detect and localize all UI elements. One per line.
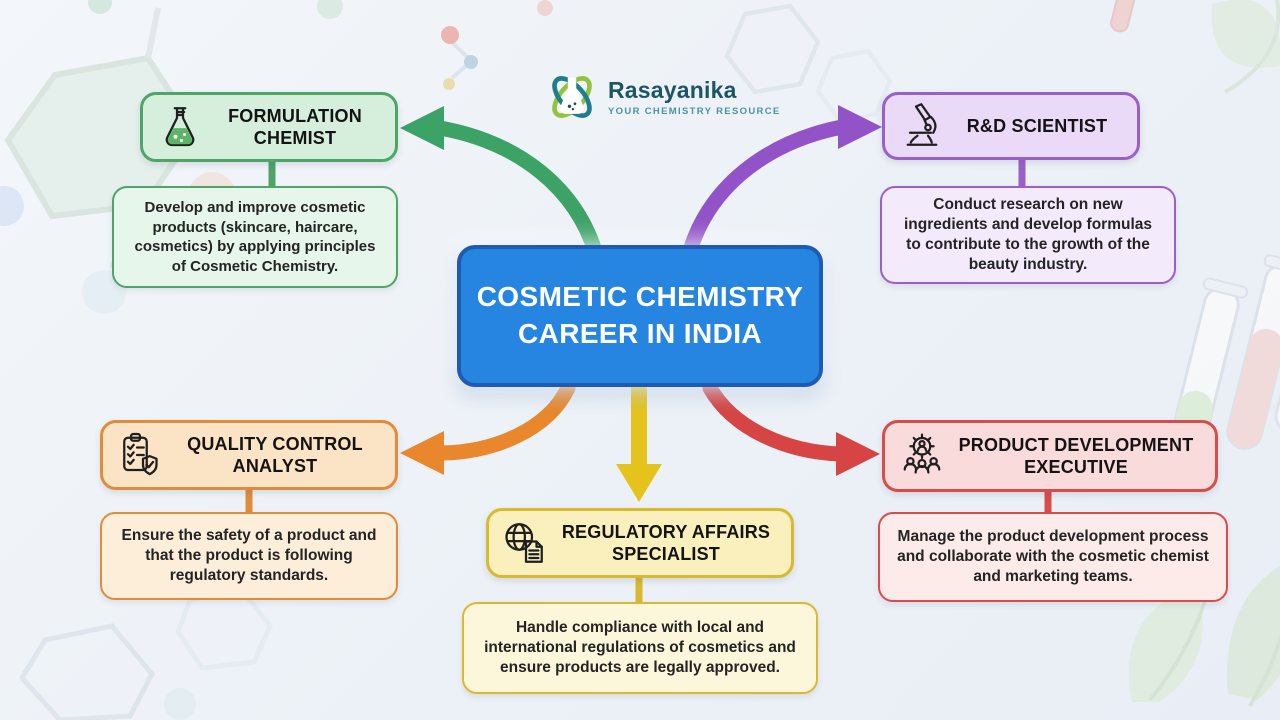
logo-name: Rasayanika	[608, 77, 737, 103]
arrow-product-development-executive	[702, 380, 880, 476]
product-development-executive-description: Manage the product development process a…	[878, 512, 1228, 602]
gear-team-icon	[897, 431, 947, 481]
regulatory-affairs-specialist-description: Handle compliance with local and interna…	[462, 602, 818, 694]
globe-document-icon	[501, 518, 551, 568]
microscope-icon	[897, 101, 947, 151]
central-topic: COSMETIC CHEMISTRY CAREER IN INDIA	[457, 245, 823, 387]
arrow-rd-scientist	[680, 105, 882, 266]
formulation-chemist-card: FORMULATION CHEMIST	[140, 92, 398, 162]
branch-title: R&D SCIENTIST	[966, 115, 1108, 136]
formulation-chemist-description: Develop and improve cosmetic products (s…	[112, 186, 398, 288]
arrow-quality-control-analyst	[400, 380, 576, 475]
branch-title: PRODUCT DEVELOPMENT EXECUTIVE	[958, 434, 1194, 478]
rasayanika-logo: Rasayanika YOUR CHEMISTRY RESOURCE	[545, 70, 781, 124]
branch-title: REGULATORY AFFAIRS SPECIALIST	[561, 521, 771, 565]
rd-scientist-description: Conduct research on new ingredients and …	[880, 186, 1176, 284]
rasayanika-logo-icon	[552, 76, 592, 118]
flask-icon	[155, 102, 205, 152]
regulatory-affairs-specialist-card: REGULATORY AFFAIRS SPECIALIST	[486, 508, 794, 578]
quality-control-analyst-description: Ensure the safety of a product and that …	[100, 512, 398, 600]
branch-title: FORMULATION CHEMIST	[228, 105, 362, 149]
arrow-regulatory-affairs-specialist	[616, 378, 662, 502]
rd-scientist-card: R&D SCIENTIST	[882, 92, 1140, 160]
product-development-executive-card: PRODUCT DEVELOPMENT EXECUTIVE	[882, 420, 1218, 492]
arrow-formulation-chemist	[400, 106, 605, 266]
branch-title: QUALITY CONTROL ANALYST	[187, 433, 363, 477]
clipboard-shield-icon	[115, 430, 165, 480]
logo-tagline: YOUR CHEMISTRY RESOURCE	[608, 106, 781, 117]
quality-control-analyst-card: QUALITY CONTROL ANALYST	[100, 420, 398, 490]
